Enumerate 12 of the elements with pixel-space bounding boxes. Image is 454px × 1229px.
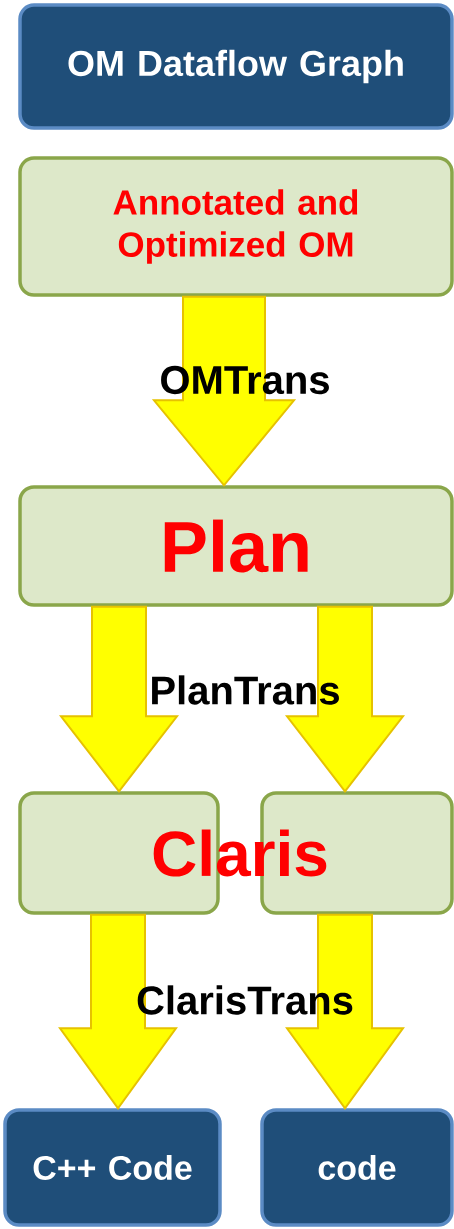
output-box: C++ Code bbox=[3, 1108, 222, 1227]
stage-box: Plan bbox=[18, 485, 454, 607]
block-arrow bbox=[58, 605, 180, 793]
output-box: OM Dataflow Graph bbox=[18, 3, 454, 130]
edge-label: OMTrans bbox=[161, 365, 329, 395]
output-box: code bbox=[260, 1108, 454, 1227]
stage-label: Claris bbox=[153, 829, 327, 877]
block-arrow bbox=[151, 295, 297, 487]
stage-box: Annotated and Optimized OM bbox=[18, 156, 454, 297]
block-arrow bbox=[58, 913, 178, 1110]
block-arrow bbox=[284, 605, 406, 793]
block-arrow bbox=[285, 913, 405, 1110]
